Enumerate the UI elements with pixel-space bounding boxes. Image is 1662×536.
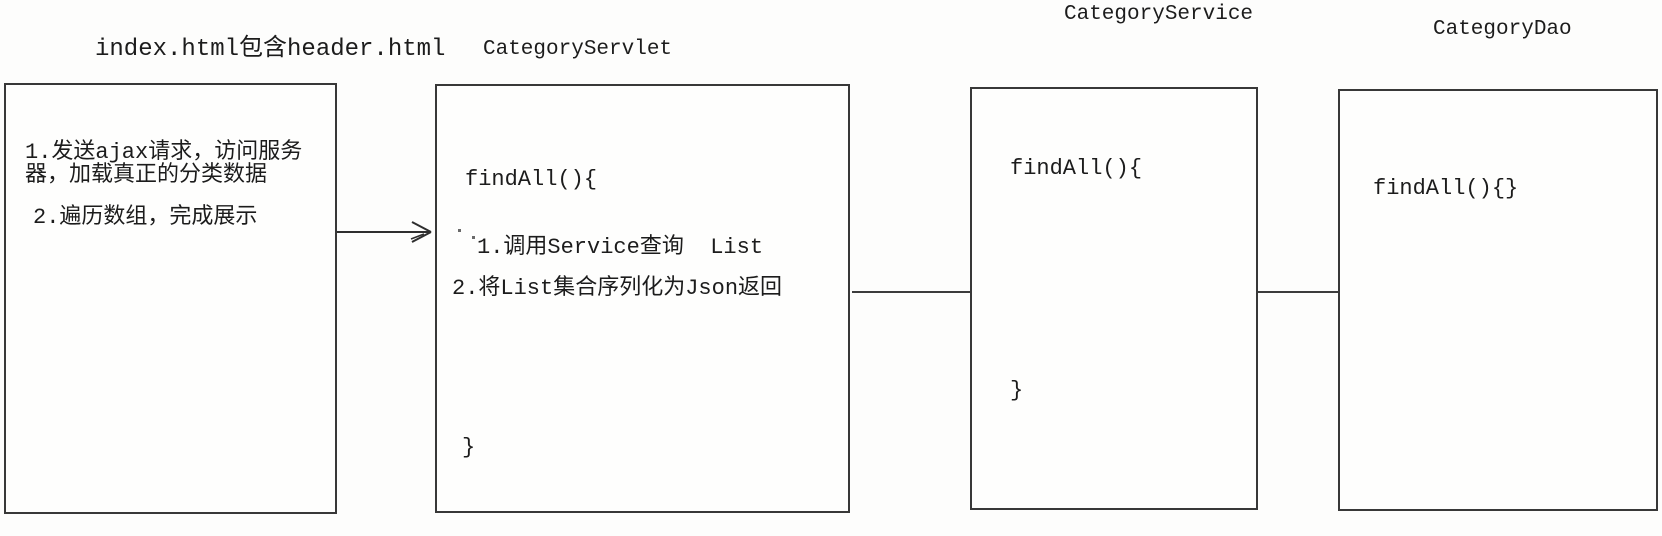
servlet-findall-open: findAll(){ (465, 167, 598, 192)
stray-mark (472, 236, 475, 239)
servlet-step-serialize-json: 2.将List集合序列化为Json返回 (452, 276, 783, 301)
node-box-service: findAll(){ } (970, 87, 1258, 510)
connector-servlet-to-service (852, 291, 970, 293)
dao-findall: findAll(){} (1373, 176, 1519, 201)
arrow-client-to-servlet-icon (337, 221, 432, 243)
service-findall-open: findAll(){ (1010, 156, 1143, 181)
servlet-step-call-service: 1.调用Service查询 List (477, 235, 764, 260)
node-title-client: index.html包含header.html (95, 36, 446, 63)
servlet-findall-close: } (462, 435, 476, 460)
node-title-servlet: CategoryServlet (483, 38, 673, 61)
node-box-servlet: findAll(){ 1.调用Service查询 List 2.将List集合序… (435, 84, 850, 513)
node-title-service: CategoryService (1064, 3, 1254, 26)
node-box-dao: findAll(){} (1338, 89, 1658, 511)
service-findall-close: } (1010, 378, 1024, 403)
connector-service-to-dao (1258, 291, 1338, 293)
stray-mark (458, 229, 461, 232)
client-note-ajax: 1.发送ajax请求，访问服务器，加载真正的分类数据 (25, 140, 303, 188)
node-box-client: 1.发送ajax请求，访问服务器，加载真正的分类数据 2.遍历数组，完成展示 (4, 83, 337, 514)
client-note-render: 2.遍历数组，完成展示 (33, 205, 258, 230)
node-title-dao: CategoryDao (1433, 18, 1572, 41)
